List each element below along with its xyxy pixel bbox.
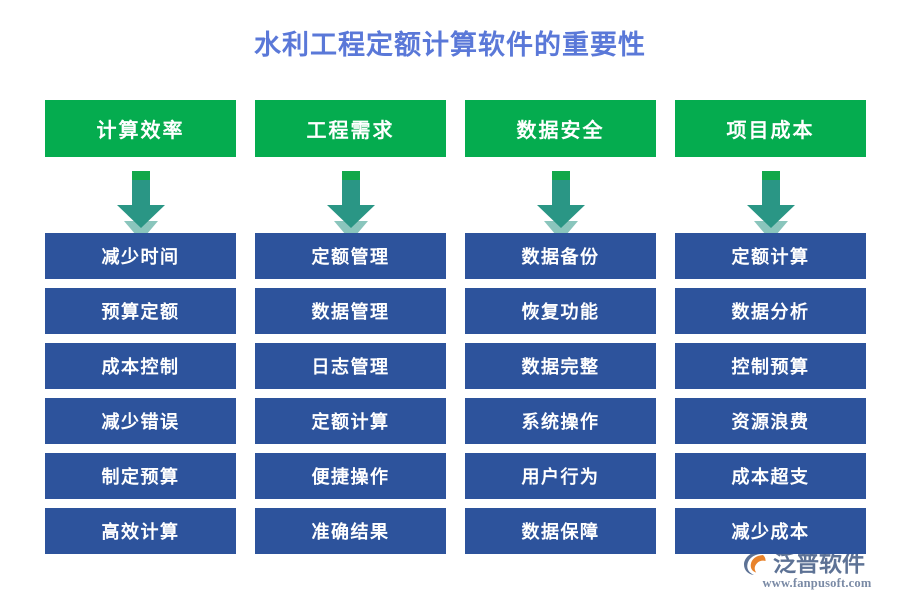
- list-item[interactable]: 恢复功能: [465, 288, 656, 334]
- down-arrow-icon: [321, 165, 381, 233]
- column-1-header[interactable]: 计算效率: [45, 100, 236, 157]
- down-arrow-icon: [531, 165, 591, 233]
- column-3-header[interactable]: 数据安全: [465, 100, 656, 157]
- list-item[interactable]: 数据分析: [675, 288, 866, 334]
- list-item[interactable]: 定额计算: [255, 398, 446, 444]
- list-item[interactable]: 制定预算: [45, 453, 236, 499]
- list-item[interactable]: 资源浪费: [675, 398, 866, 444]
- column-1: 计算效率 减少时间 预算定额 成本控制 减少错误 制定预算 高效计算: [45, 100, 236, 554]
- list-item[interactable]: 定额管理: [255, 233, 446, 279]
- column-3: 数据安全 数据备份 恢复功能 数据完整 系统操作 用户行为 数据保障: [465, 100, 656, 554]
- watermark: 泛普软件 www.fanpusoft.com: [742, 548, 892, 594]
- column-4-cells: 定额计算 数据分析 控制预算 资源浪费 成本超支 减少成本: [675, 233, 866, 554]
- column-2-arrow-zone: [255, 157, 446, 241]
- list-item[interactable]: 数据完整: [465, 343, 656, 389]
- list-item[interactable]: 控制预算: [675, 343, 866, 389]
- fanpu-logo-icon: [742, 549, 770, 577]
- list-item[interactable]: 数据保障: [465, 508, 656, 554]
- list-item[interactable]: 日志管理: [255, 343, 446, 389]
- list-item[interactable]: 数据管理: [255, 288, 446, 334]
- list-item[interactable]: 减少时间: [45, 233, 236, 279]
- column-4-header[interactable]: 项目成本: [675, 100, 866, 157]
- column-3-cells: 数据备份 恢复功能 数据完整 系统操作 用户行为 数据保障: [465, 233, 656, 554]
- list-item[interactable]: 预算定额: [45, 288, 236, 334]
- list-item[interactable]: 便捷操作: [255, 453, 446, 499]
- list-item[interactable]: 减少成本: [675, 508, 866, 554]
- watermark-url: www.fanpusoft.com: [762, 576, 872, 590]
- list-item[interactable]: 系统操作: [465, 398, 656, 444]
- down-arrow-icon: [741, 165, 801, 233]
- column-4: 项目成本 定额计算 数据分析 控制预算 资源浪费 成本超支 减少成本: [675, 100, 866, 554]
- list-item[interactable]: 用户行为: [465, 453, 656, 499]
- column-2: 工程需求 定额管理 数据管理 日志管理 定额计算 便捷操作 准确结果: [255, 100, 446, 554]
- watermark-row: 泛普软件: [742, 548, 892, 578]
- column-1-cells: 减少时间 预算定额 成本控制 减少错误 制定预算 高效计算: [45, 233, 236, 554]
- columns-container: 计算效率 减少时间 预算定额 成本控制 减少错误 制定预算 高效计算: [45, 100, 866, 554]
- column-2-header[interactable]: 工程需求: [255, 100, 446, 157]
- list-item[interactable]: 数据备份: [465, 233, 656, 279]
- page-title: 水利工程定额计算软件的重要性: [254, 30, 646, 60]
- list-item[interactable]: 减少错误: [45, 398, 236, 444]
- list-item[interactable]: 准确结果: [255, 508, 446, 554]
- down-arrow-icon: [111, 165, 171, 233]
- column-1-arrow-zone: [45, 157, 236, 241]
- column-4-arrow-zone: [675, 157, 866, 241]
- list-item[interactable]: 成本超支: [675, 453, 866, 499]
- watermark-brand: 泛普软件: [773, 550, 865, 576]
- column-2-cells: 定额管理 数据管理 日志管理 定额计算 便捷操作 准确结果: [255, 233, 446, 554]
- list-item[interactable]: 成本控制: [45, 343, 236, 389]
- list-item[interactable]: 高效计算: [45, 508, 236, 554]
- list-item[interactable]: 定额计算: [675, 233, 866, 279]
- column-3-arrow-zone: [465, 157, 656, 241]
